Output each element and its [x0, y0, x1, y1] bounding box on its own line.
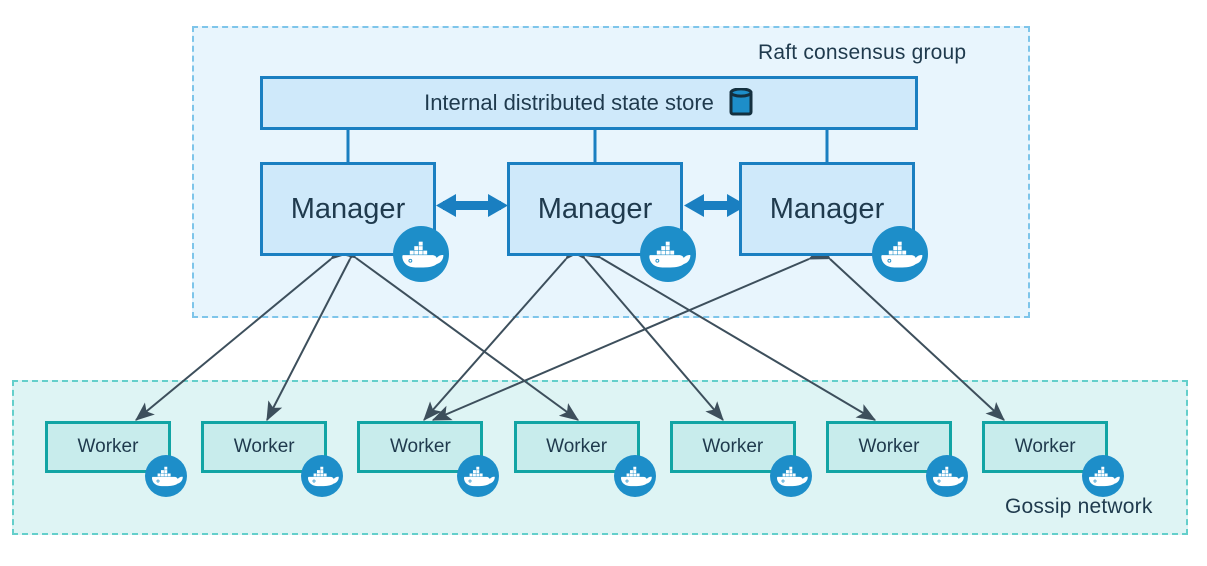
manager-peer-arrows — [436, 194, 747, 217]
worker-label: Worker — [233, 436, 295, 457]
docker-whale-icon-worker-4 — [613, 455, 656, 497]
docker-whale-icon-worker-5 — [769, 455, 812, 497]
state-store-label-wrap: Internal distributed state store — [424, 87, 754, 118]
state-store-label: Internal distributed state store — [424, 90, 714, 115]
docker-whale-icon-manager-3 — [872, 226, 928, 282]
docker-whale-icon-worker-3 — [457, 455, 500, 497]
database-cylinder-icon — [728, 87, 754, 118]
manager-label: Manager — [769, 192, 885, 225]
worker-node-5[interactable]: Worker — [669, 421, 796, 473]
docker-whale-icon-worker-6 — [926, 455, 968, 497]
manager-worker-arrows — [135, 239, 1005, 422]
manager-label: Manager — [537, 192, 653, 225]
docker-whale-icon-worker-1 — [145, 455, 187, 497]
state-store-connectors — [346, 130, 829, 162]
worker-label: Worker — [1014, 436, 1076, 457]
worker-label: Worker — [702, 436, 764, 457]
manager-label: Manager — [290, 192, 406, 225]
worker-label: Worker — [858, 436, 920, 457]
docker-whale-icon-worker-2 — [301, 455, 344, 497]
worker-label: Worker — [77, 436, 139, 457]
worker-label: Worker — [546, 436, 608, 457]
docker-whale-icon-worker-7 — [1082, 455, 1125, 497]
gossip-network-label: Gossip network — [1005, 495, 1153, 518]
docker-whale-icon-manager-2 — [640, 226, 696, 282]
docker-whale-icon-manager-1 — [393, 226, 449, 282]
raft-consensus-group-label: Raft consensus group — [758, 41, 967, 64]
internal-state-store-node[interactable]: Internal distributed state store — [260, 76, 918, 130]
worker-label: Worker — [389, 436, 451, 457]
